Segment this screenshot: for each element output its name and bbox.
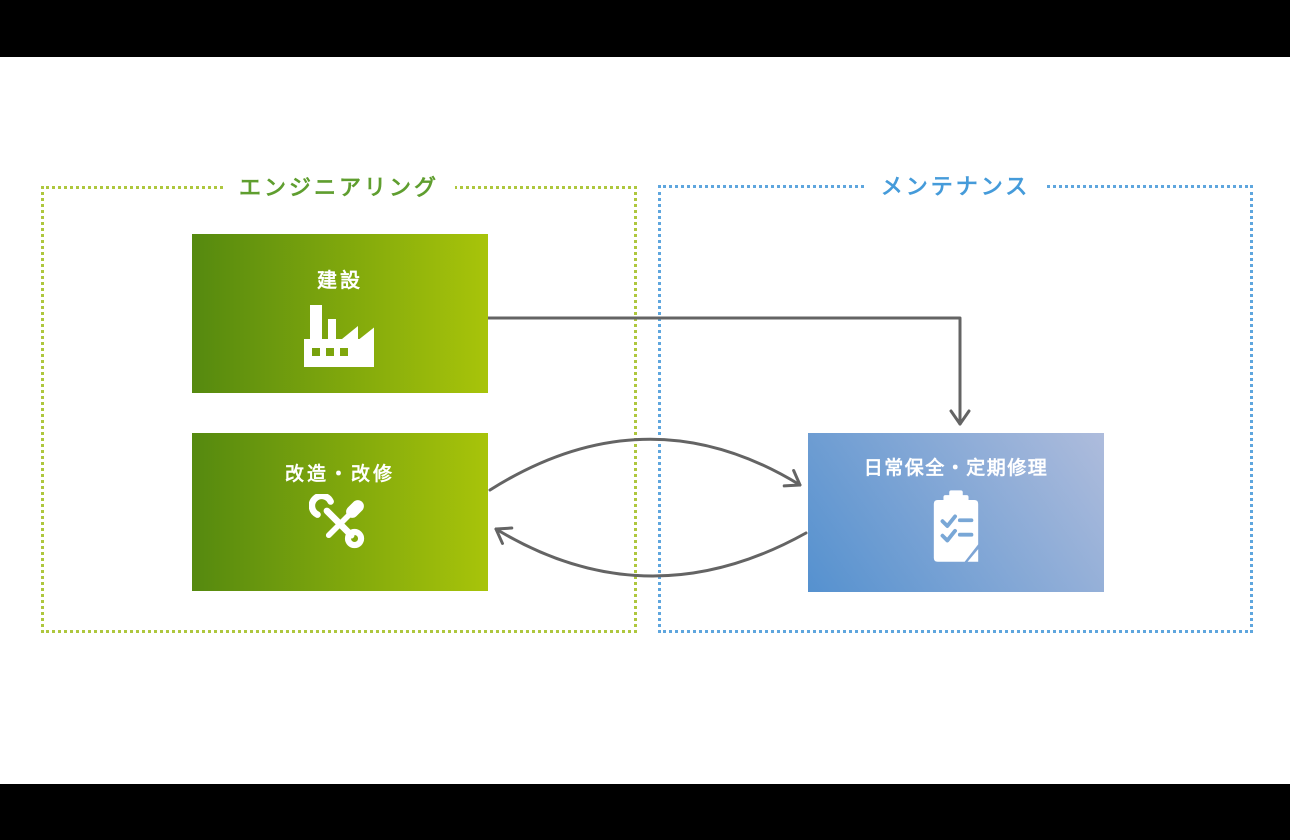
node-construction: 建設	[192, 234, 488, 393]
group-engineering: エンジニアリング	[41, 173, 637, 633]
group-title-maintenance: メンテナンス	[864, 172, 1047, 202]
node-renovation: 改造・改修	[192, 433, 488, 591]
letterbox-bottom	[0, 784, 1290, 840]
node-daily-maintenance-label: 日常保全・定期修理	[863, 458, 1049, 479]
group-title-engineering: エンジニアリング	[222, 173, 456, 203]
letterbox-top	[0, 0, 1290, 57]
factory-icon	[304, 305, 374, 367]
node-daily-maintenance: 日常保全・定期修理	[808, 433, 1104, 592]
node-construction-label: 建設	[317, 270, 363, 292]
crossed-tools-icon	[309, 494, 365, 549]
clipboard-checklist-icon	[933, 490, 979, 562]
node-renovation-label: 改造・改修	[284, 464, 395, 485]
